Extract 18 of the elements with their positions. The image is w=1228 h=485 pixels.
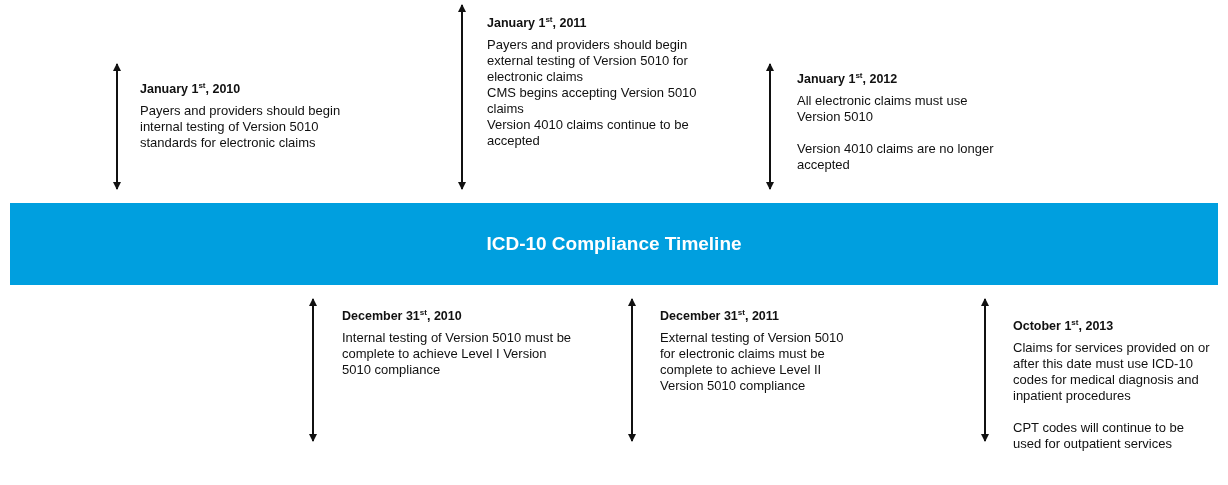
banner-title: ICD-10 Compliance Timeline: [486, 233, 742, 255]
milestone-text: CMS begins accepting Version 5010 claims: [487, 85, 698, 118]
date-heading: December 31$^{st}$, 2010: [342, 307, 463, 325]
milestone-text: Internal testing of Version 5010 must be complete to achieve Level I Version 5010 compliance: [342, 330, 573, 379]
milestone-text: CPT codes will continue to be used for outpatient services: [1013, 420, 1186, 453]
milestone-text: Payers and providers should begin external testing of Version 5010 for electronic claims: [487, 37, 689, 86]
title-banner: [10, 203, 1218, 285]
milestone-text: Version 4010 claims continue to be accepted: [487, 117, 690, 150]
date-heading: December 31$^{st}$, 2011: [660, 307, 781, 325]
date-heading: January 1$^{st}$, 2011: [487, 14, 588, 32]
date-heading: January 1$^{st}$, 2012: [797, 70, 899, 88]
date-heading: January 1$^{st}$, 2010: [140, 80, 242, 98]
milestone-text: Payers and providers should begin internal testing of Version 5010 standards for electronic claims: [140, 103, 342, 152]
milestone-text: Version 4010 claims are no longer accepted: [797, 141, 995, 174]
milestone-text: External testing of Version 5010 for electronic claims must be complete to achieve Level II Version 5010 compliance: [660, 330, 845, 395]
date-heading: October 1$^{st}$, 2013: [1013, 317, 1115, 335]
milestone-text: Claims for services provided on or after this date must use ICD-10 codes for medical diagnosis and inpatient procedures: [1013, 340, 1211, 405]
milestone-text: All electronic claims must use Version 5010: [797, 93, 969, 126]
